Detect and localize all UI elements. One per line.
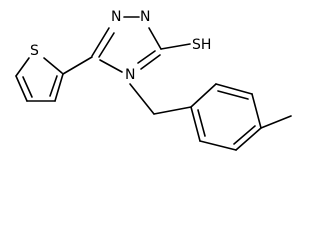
bond-thio-c2-s — [43, 57, 63, 74]
bond-methyl — [260, 115, 292, 129]
bond-thio-c3-c2 — [54, 73, 64, 102]
benzene-ring — [190, 83, 292, 151]
atom-n4-label: N — [125, 67, 135, 83]
bond-thio-c5-c4-double — [22, 76, 33, 98]
bond-thio-s-c5 — [15, 57, 30, 77]
bond-n4-c5 — [99, 59, 123, 73]
bond-benz-1-2 — [190, 83, 217, 108]
bond-n2-c3 — [148, 27, 162, 50]
bond-benz-2-3-double — [217, 90, 249, 100]
bond-c3-n4-double — [137, 50, 156, 64]
atom-thiophene-s-label: S — [30, 43, 39, 59]
bond-c5-thiophene — [62, 56, 93, 75]
bond-benz-4-5-double — [233, 125, 256, 145]
bond-thio-c3-c2-double — [49, 75, 58, 97]
thiophene-ring — [15, 56, 93, 102]
atom-n1-label: N — [111, 9, 121, 25]
bond-benz-3-4 — [251, 93, 262, 129]
atom-n2-label: N — [140, 9, 150, 25]
bond-ch2-ring — [153, 106, 192, 115]
bond-thio-c5-c4 — [15, 75, 28, 102]
bond-benz-4-5 — [235, 127, 262, 151]
molecule-structure: N N N SH S — [15, 9, 292, 151]
bond-c3-sh — [160, 43, 191, 50]
bond-benz-6-1 — [190, 106, 201, 142]
triazole-ring — [91, 16, 162, 73]
bond-benz-6-1-double — [197, 109, 206, 137]
bond-benz-2-3 — [215, 83, 253, 95]
bond-n4-ch2 — [129, 83, 155, 115]
bond-benz-5-6 — [199, 140, 237, 151]
bond-c5-n1 — [91, 27, 110, 57]
bond-c3-n4 — [140, 54, 161, 70]
bond-c5-n1-double — [98, 32, 115, 58]
atom-thiol-label: SH — [192, 37, 211, 53]
